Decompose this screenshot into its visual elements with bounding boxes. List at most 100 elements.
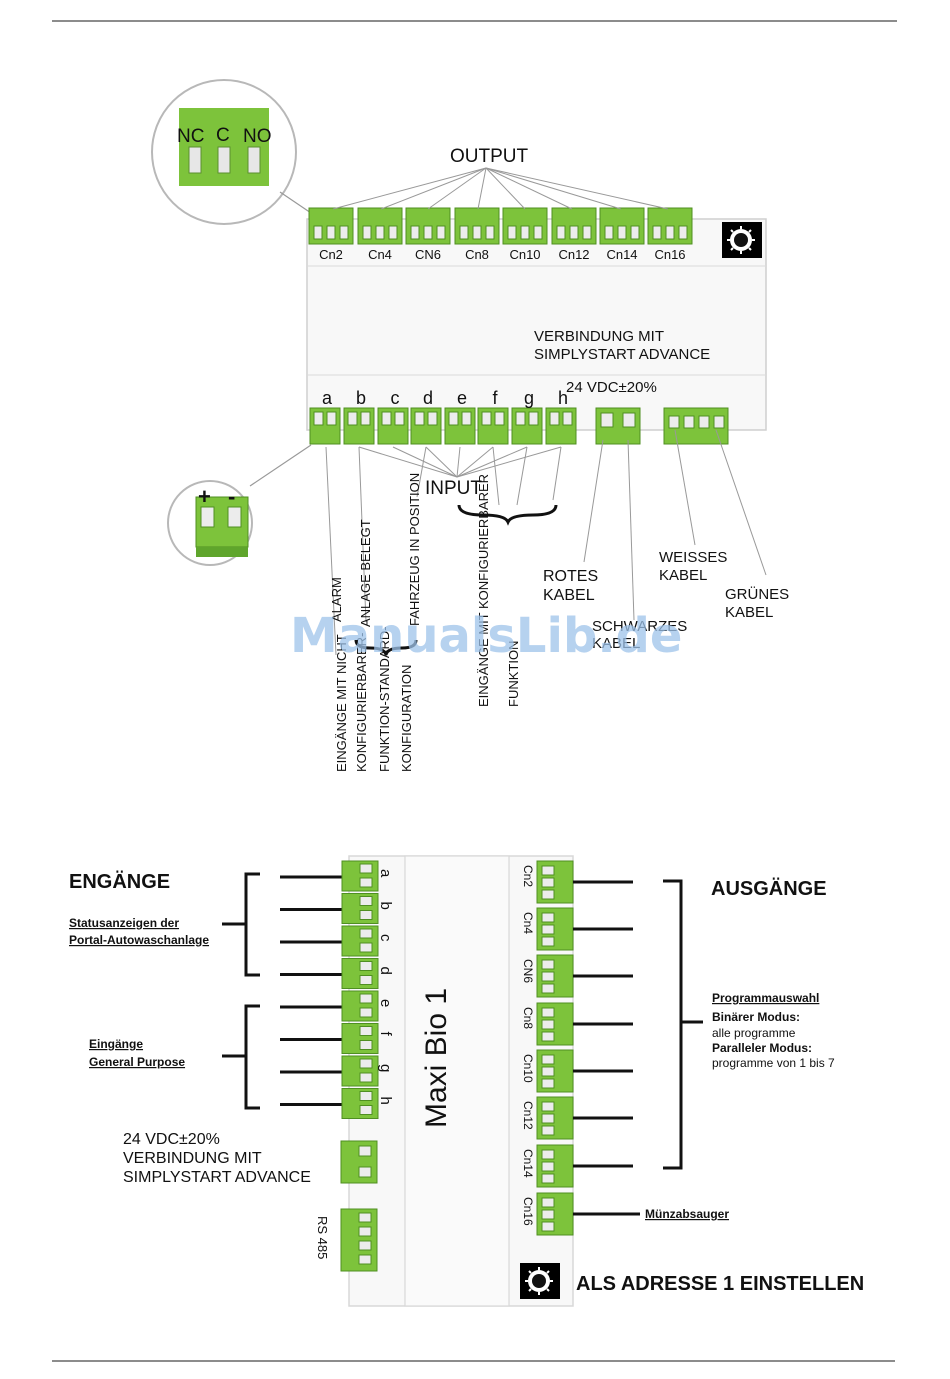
output-connector-label: Cn12: [558, 247, 589, 262]
bottom-input-letter: d: [377, 967, 394, 975]
white-cable-line-2: KABEL: [659, 567, 707, 584]
input-letter: g: [524, 388, 534, 408]
input-terminal-g: [511, 407, 543, 445]
output-label: OUTPUT: [450, 146, 529, 167]
input-letter: c: [391, 388, 400, 408]
white-cable-line-1: WEISSES: [659, 549, 727, 566]
bottom-input-c: c: [280, 925, 394, 957]
bottom-output-cn4: Cn4: [521, 907, 633, 951]
connection-line-2: SIMPLYSTART ADVANCE: [534, 346, 710, 363]
bottom-input-letter: e: [377, 999, 394, 1007]
rs485-label: RS 485: [315, 1216, 330, 1259]
c-slot: [217, 146, 231, 174]
config-line-2: FUNKTION: [506, 641, 521, 707]
bottom-rs485-terminal: [340, 1208, 378, 1272]
output-terminal-cn12: Cn12: [551, 207, 597, 262]
non-config-line-4: KONFIGURATION: [399, 665, 414, 772]
address-dial-bottom: [520, 1263, 560, 1299]
output-connector-label: CN6: [415, 247, 441, 262]
bottom-output-label: Cn14: [521, 1149, 535, 1178]
bottom-input-d: d: [280, 958, 394, 989]
standard-brace: [354, 639, 418, 656]
program-title: Programmauswahl: [712, 991, 819, 1005]
output-terminal-cn14: Cn14: [599, 207, 645, 262]
supply-line-2: VERBINDUNG MIT: [123, 1150, 262, 1167]
output-connector-label: Cn8: [465, 247, 489, 262]
bottom-input-letter: f: [377, 1032, 394, 1037]
input-terminal-e: [444, 407, 476, 445]
voltage-label: 24 VDC±20%: [566, 379, 657, 396]
watermark: ManualsLib.de: [290, 608, 682, 664]
plus-label: +: [198, 484, 211, 509]
red-cable-line-1: ROTES: [543, 568, 598, 585]
nc-label: NC: [177, 126, 204, 147]
input-terminal-c: [377, 407, 409, 445]
output-connector-label: Cn2: [319, 247, 343, 262]
vehicle-position-label: FAHRZEUG IN POSITION: [407, 473, 422, 626]
output-connector-label: Cn14: [606, 247, 637, 262]
input-terminal-b: [343, 407, 375, 445]
input-brackets: [222, 872, 260, 1110]
bottom-output-label: Cn10: [521, 1054, 535, 1083]
bottom-output-cn10: Cn10: [521, 1049, 633, 1093]
green-cable-line-2: KABEL: [725, 604, 773, 621]
polarity-zoom: + -: [167, 444, 312, 566]
device-center: [404, 855, 510, 1307]
output-leaders: [332, 167, 669, 210]
bottom-output-cn12: Cn12: [521, 1096, 633, 1140]
supply-terminal: [595, 407, 641, 445]
input-letter: d: [423, 388, 433, 408]
black-cable-line-1: SCHWARZES: [592, 618, 687, 635]
program-line-4: programme von 1 bis 7: [712, 1056, 835, 1070]
bottom-output-cn2: Cn2: [521, 860, 633, 904]
bottom-output-label: CN6: [521, 959, 535, 983]
bottom-input-letter: h: [377, 1097, 394, 1105]
bottom-output-cn6: CN6: [521, 954, 633, 998]
status-line-2: Portal-Autowaschanlage: [69, 933, 209, 947]
output-terminal-cn10: Cn10: [502, 207, 548, 262]
supply-line-1: 24 VDC±20%: [123, 1131, 220, 1148]
program-line-1: Binärer Modus:: [712, 1010, 800, 1024]
general-line-2: General Purpose: [89, 1055, 185, 1069]
bottom-input-letter: g: [377, 1064, 394, 1072]
input-terminal-d: [410, 407, 442, 445]
input-letter: b: [356, 388, 366, 408]
bottom-input-b: b: [280, 893, 394, 924]
program-line-2: alle programme: [712, 1026, 796, 1040]
rs485-terminal: [663, 407, 729, 445]
input-label: INPUT: [425, 478, 482, 499]
config-line-1: EINGÄNGE MIT KONFIGURIERBARER: [476, 474, 491, 707]
alarm-label: ALARM: [329, 577, 344, 622]
black-cable-line-2: KABEL: [592, 635, 640, 652]
non-config-line-1: EINGÄNGE MIT NICHT: [334, 634, 349, 772]
relay-zoom-leader: [279, 191, 312, 214]
status-line-1: Statusanzeigen der: [69, 916, 179, 930]
bottom-output-label: Cn16: [521, 1197, 535, 1226]
non-config-line-3: FUNKTION-STANDARD-: [377, 626, 392, 772]
address-dial-top: [722, 222, 762, 258]
bottom-input-g: g: [280, 1055, 394, 1087]
red-cable-line-2: KABEL: [543, 587, 595, 604]
bottom-module: [348, 855, 574, 1307]
bottom-output-label: Cn8: [521, 1007, 535, 1029]
bottom-output-label: Cn2: [521, 865, 535, 887]
bottom-output-label: Cn12: [521, 1101, 535, 1130]
bottom-output-label: Cn4: [521, 912, 535, 934]
device-name: Maxi Bio 1: [420, 988, 453, 1128]
nc-slot: [188, 146, 202, 174]
bottom-input-f: f: [280, 1023, 394, 1054]
bottom-input-h: h: [280, 1088, 394, 1119]
input-leaders: [325, 429, 767, 656]
input-terminals: [309, 407, 577, 445]
bottom-output-cn8: Cn8: [521, 1002, 633, 1046]
input-terminal-f: [477, 407, 509, 445]
outputs-title: AUSGÄNGE: [711, 877, 827, 900]
controller-housing: [306, 218, 767, 431]
connection-line-1: VERBINDUNG MIT: [534, 328, 664, 345]
non-config-line-2: KONFIGURIERBARER-: [354, 633, 369, 772]
green-cable-line-1: GRÜNES: [725, 585, 789, 603]
bottom-supply-terminal: [340, 1140, 378, 1184]
